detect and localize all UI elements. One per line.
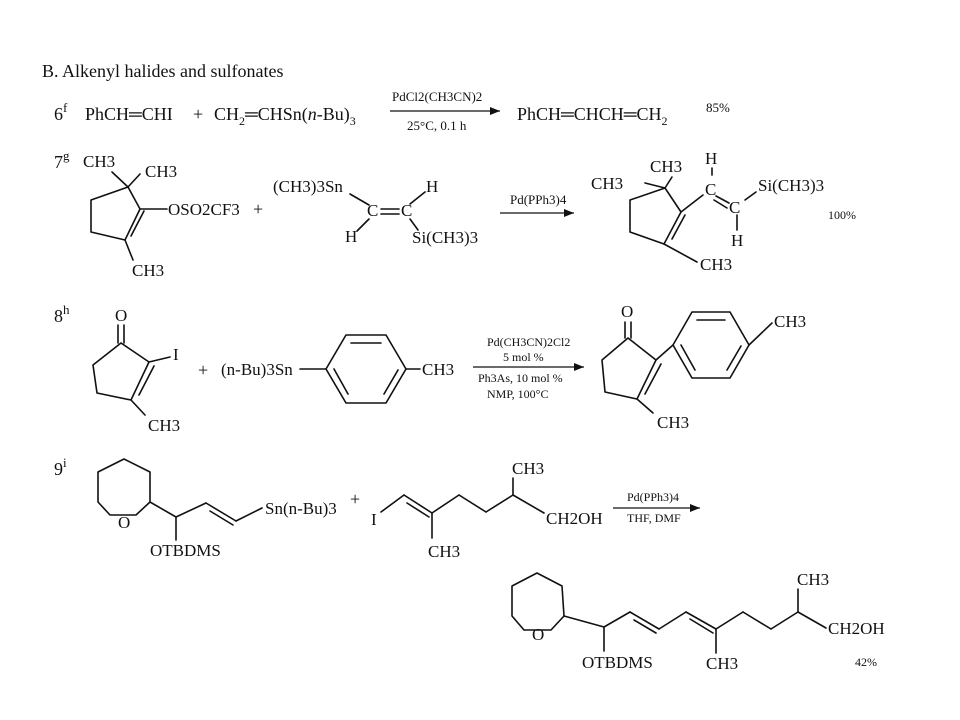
label-oxygen: O	[621, 302, 633, 321]
label-h: H	[345, 227, 357, 246]
benzene-ring	[325, 334, 407, 404]
label-ch3: CH3	[512, 459, 544, 478]
conditions-solvent: THF, DMF	[627, 511, 681, 525]
entry-7: 7g CH3 CH3 OSO2CF3 CH3 + (CH3)3Sn H C C …	[54, 148, 856, 280]
section-title: B. Alkenyl halides and sulfonates	[42, 61, 283, 81]
label-tributylstannyl: (n-Bu)3Sn	[221, 360, 293, 379]
label-oxygen: O	[115, 306, 127, 325]
label-h: H	[731, 231, 743, 250]
label-ch3: CH3	[145, 162, 177, 181]
cyclopentenone-ring	[92, 342, 150, 401]
cyclopentenone-ring	[601, 337, 657, 400]
conditions-loading: 5 mol %	[503, 350, 544, 364]
label-triflate: OSO2CF3	[168, 200, 240, 219]
label-c: C	[705, 180, 716, 199]
label-ch3: CH3	[774, 312, 806, 331]
label-oxygen: O	[532, 625, 544, 644]
plus-sign: +	[253, 199, 263, 219]
label-ch3: CH3	[148, 416, 180, 435]
label-c: C	[367, 201, 378, 220]
entry-8: 8h O I CH3 + (n-Bu)3Sn CH3 Pd(CH3CN)2Cl2…	[54, 302, 806, 435]
label-ch3: CH3	[650, 157, 682, 176]
reactant-2: CH2═CHSn(n-Bu)3	[214, 104, 356, 128]
entry-9: 9i O Sn(n-Bu)3 OTBDMS + CH3 I CH2OH CH3 …	[54, 455, 885, 673]
label-otbdms: OTBDMS	[582, 653, 653, 672]
conditions-temperature: 25°C, 0.1 h	[407, 118, 467, 133]
label-ch3: CH3	[591, 174, 623, 193]
label-oxygen: O	[118, 513, 130, 532]
label-ch3: CH3	[797, 570, 829, 589]
cyclopentene-ring	[90, 186, 141, 241]
entry-number: 6f	[54, 100, 68, 124]
yield: 42%	[855, 655, 877, 669]
conditions-catalyst: PdCl2(CH3CN)2	[392, 89, 482, 104]
label-trimethylsilyl: Si(CH3)3	[758, 176, 824, 195]
label-ch3: CH3	[132, 261, 164, 280]
label-ch3: CH3	[657, 413, 689, 432]
label-h: H	[426, 177, 438, 196]
tetrahydropyran-ring	[511, 572, 565, 631]
label-iodo: I	[371, 510, 377, 529]
plus-sign: +	[350, 489, 360, 509]
benzene-ring	[672, 311, 750, 379]
label-ch3: CH3	[700, 255, 732, 274]
yield: 100%	[828, 208, 856, 222]
label-trimethylsilyl: Si(CH3)3	[412, 228, 478, 247]
yield: 85%	[706, 100, 730, 115]
reactant-1: PhCH═CHI	[85, 104, 173, 124]
label-c: C	[729, 198, 740, 217]
cyclopentene-ring	[629, 187, 682, 245]
plus-sign: +	[193, 104, 203, 124]
label-c: C	[401, 201, 412, 220]
label-ch3: CH3	[83, 152, 115, 171]
conditions-catalyst: Pd(CH3CN)2Cl2	[487, 335, 570, 349]
arrow-head	[564, 209, 574, 217]
entry-number: 9i	[54, 455, 67, 479]
label-h: H	[705, 149, 717, 168]
conditions-solvent: NMP, 100°C	[487, 387, 548, 401]
arrow-head	[574, 363, 584, 371]
conditions-catalyst: Pd(PPh3)4	[627, 490, 679, 504]
label-ch2oh: CH2OH	[828, 619, 885, 638]
label-otbdms: OTBDMS	[150, 541, 221, 560]
label-trimethylstannyl: (CH3)3Sn	[273, 177, 343, 196]
label-ch2oh: CH2OH	[546, 509, 603, 528]
conditions-ligand: Ph3As, 10 mol %	[478, 371, 563, 385]
label-tributylstannyl: Sn(n-Bu)3	[265, 499, 337, 518]
arrow-head	[490, 107, 500, 115]
conditions-catalyst: Pd(PPh3)4	[510, 192, 567, 207]
label-ch3: CH3	[428, 542, 460, 561]
tetrahydropyran-ring	[97, 458, 151, 516]
arrow-head	[690, 504, 700, 512]
product: PhCH═CHCH═CH2	[517, 104, 668, 128]
plus-sign: +	[198, 360, 208, 380]
label-ch3: CH3	[706, 654, 738, 673]
entry-number: 8h	[54, 302, 70, 326]
label-ch3: CH3	[422, 360, 454, 379]
entry-6: 6f PhCH═CHI + CH2═CHSn(n-Bu)3 PdCl2(CH3C…	[54, 89, 730, 133]
entry-number: 7g	[54, 148, 70, 172]
label-iodo: I	[173, 345, 179, 364]
